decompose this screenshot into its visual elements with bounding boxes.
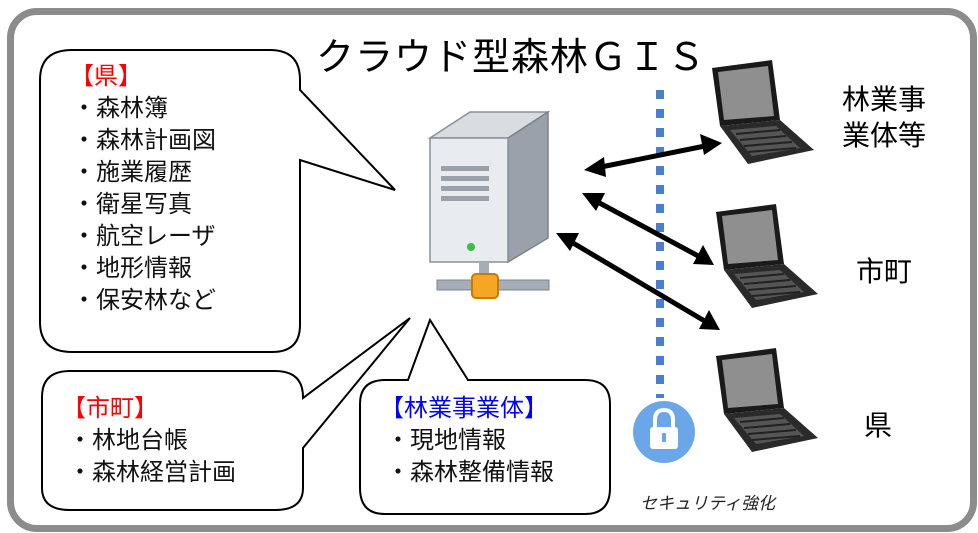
list-item: 現地情報: [386, 424, 554, 456]
device-label-forestry: 林業事 業体等: [842, 83, 927, 152]
list-item: 地形情報: [72, 252, 216, 284]
list-item: 施業履歴: [72, 156, 216, 188]
laptop-icon: [712, 60, 814, 164]
list-item: 森林計画図: [72, 124, 216, 156]
connection-arrows: [556, 134, 722, 330]
server-icon: [427, 110, 551, 299]
list-item: 森林簿: [72, 92, 216, 124]
laptop-icon: [716, 348, 818, 452]
list-item: 衛星写真: [72, 188, 216, 220]
list-item: 森林経営計画: [68, 456, 236, 488]
forestry-bubble: 【林業事業体】 現地情報 森林整備情報: [380, 392, 554, 488]
list-item: 森林整備情報: [386, 456, 554, 488]
forestry-heading: 【林業事業体】: [380, 394, 548, 422]
list-item: 航空レーザ: [72, 220, 216, 252]
city-heading: 【市町】: [62, 394, 158, 422]
prefecture-bubble: 【県】 森林簿 森林計画図 施業履歴 衛星写真 航空レーザ 地形情報 保安林など: [70, 60, 216, 316]
prefecture-heading: 【県】: [70, 62, 142, 90]
device-label-city: 市町: [856, 255, 913, 288]
device-label-prefecture: 県: [864, 409, 893, 442]
laptop-icon: [716, 204, 818, 308]
lock-icon: [633, 401, 695, 463]
city-bubble: 【市町】 林地台帳 森林経営計画: [62, 392, 236, 488]
security-caption: セキュリティ強化: [640, 494, 775, 514]
list-item: 林地台帳: [68, 424, 236, 456]
list-item: 保安林など: [72, 284, 216, 316]
diagram-title: クラウド型森林ＧＩＳ: [316, 35, 707, 79]
